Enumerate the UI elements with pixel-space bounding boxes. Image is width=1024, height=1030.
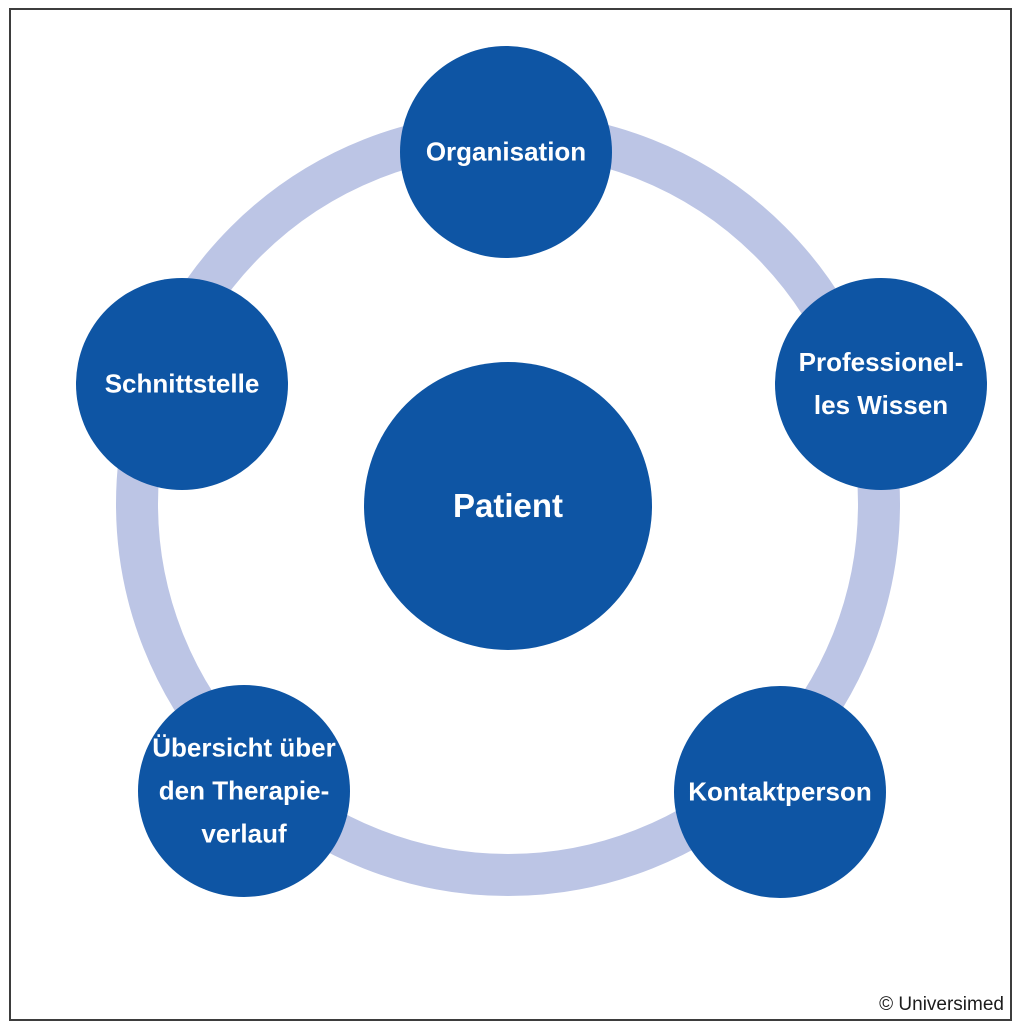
node-circle-schnittstelle [76, 278, 288, 490]
node-label-line: Organisation [425, 136, 587, 167]
node-label-line: Kontaktperson [688, 776, 872, 807]
node-label-line: Übersicht über [152, 732, 336, 763]
copyright-credit: © Universimed [879, 994, 1004, 1015]
node-label-line: verlauf [201, 818, 287, 849]
node-circle-kontaktperson [674, 686, 886, 898]
node-label-line: les Wissen [813, 390, 949, 420]
node-circle-organisation [400, 46, 612, 258]
node-label-line: Patient [452, 487, 564, 524]
node-circle-therapieverlauf [138, 685, 350, 897]
node-circle-professionelles-wissen [775, 278, 987, 490]
node-circle-patient [364, 362, 652, 650]
node-label-therapieverlauf: Übersicht über den Therapie- verlauf [152, 727, 336, 856]
node-label-patient: Patient [453, 486, 563, 526]
node-label-professionelles-wissen: Professionel- les Wissen [799, 341, 964, 427]
node-label-organisation: Organisation [426, 131, 586, 174]
node-label-line: Professionel- [798, 347, 964, 377]
node-label-schnittstelle: Schnittstelle [105, 363, 260, 406]
node-label-line: den Therapie- [158, 775, 330, 806]
node-label-kontaktperson: Kontaktperson [688, 771, 871, 814]
node-label-line: Schnittstelle [104, 368, 260, 399]
